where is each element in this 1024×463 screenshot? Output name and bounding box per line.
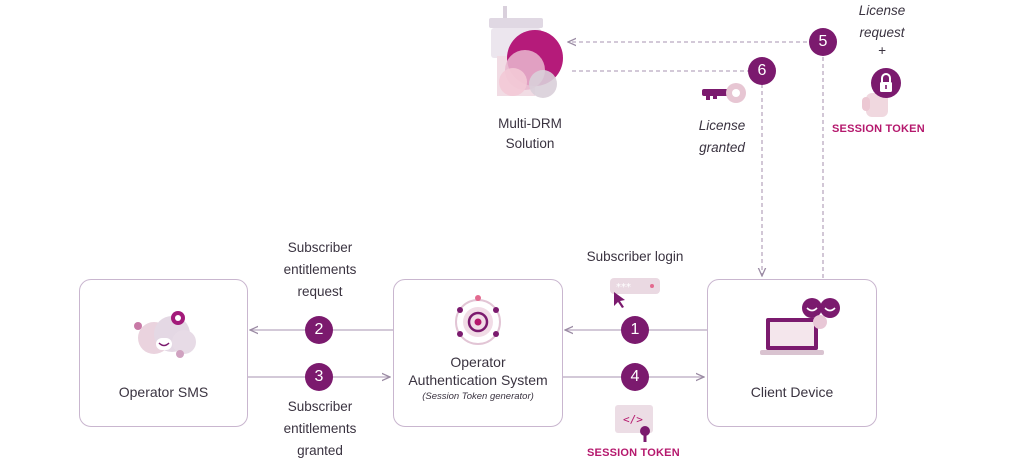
key-icon <box>700 80 748 108</box>
step-5-badge: 5 <box>809 28 837 56</box>
entitlements-request-line1: Subscriber <box>287 240 353 255</box>
multi-drm-label-line1: Multi-DRM <box>498 116 562 131</box>
license-request-line1: License <box>858 3 906 18</box>
step-2-badge: 2 <box>305 316 333 344</box>
step-6-badge: 6 <box>748 57 776 85</box>
subscriber-login-label: Subscriber login <box>586 249 684 264</box>
multi-drm-label-line2: Solution <box>505 136 555 151</box>
license-granted-label: License granted <box>682 115 762 159</box>
entitlements-granted-line3: granted <box>297 443 343 458</box>
multi-drm-label: Multi-DRM Solution <box>480 114 580 154</box>
entitlements-granted-line1: Subscriber <box>287 399 353 414</box>
auth-system-title-line1: Operator <box>450 354 506 370</box>
svg-text:***: *** <box>616 282 631 293</box>
multi-drm-icon <box>483 6 575 106</box>
session-token-bottom: SESSION TOKEN <box>587 447 680 459</box>
step-3-badge: 3 <box>305 363 333 391</box>
license-request-line2: request <box>859 25 905 40</box>
license-granted-line2: granted <box>699 140 745 155</box>
step-1-badge: 1 <box>621 316 649 344</box>
entitlements-request-line2: entitlements <box>283 262 357 277</box>
token-generator-icon <box>450 294 506 350</box>
entitlements-granted-line2: entitlements <box>283 421 357 436</box>
step-4-badge: 4 <box>621 363 649 391</box>
auth-system-title-line2: Authentication System <box>408 372 548 388</box>
session-token-top: SESSION TOKEN <box>832 123 925 135</box>
lock-hand-icon <box>860 67 904 119</box>
sms-cloud-icon <box>130 308 200 358</box>
entitlements-request-line3: request <box>297 284 343 299</box>
auth-system-box: Operator Authentication System (Session … <box>393 279 563 427</box>
operator-sms-title: Operator SMS <box>118 384 209 400</box>
license-granted-line1: License <box>698 118 746 133</box>
entitlements-request-label: Subscriber entitlements request <box>268 237 372 303</box>
entitlements-granted-label: Subscriber entitlements granted <box>268 396 372 462</box>
license-request-label: License request + <box>842 0 922 58</box>
auth-system-subtitle: (Session Token generator) <box>422 391 534 402</box>
svg-text:</>: </> <box>623 413 643 426</box>
license-request-plus: + <box>878 43 886 58</box>
laptop-icon <box>760 296 844 358</box>
client-device-box: Client Device <box>707 279 877 427</box>
client-device-title: Client Device <box>750 384 834 400</box>
code-document-icon: </> <box>613 403 657 443</box>
arrow-license-request <box>568 42 824 278</box>
operator-sms-box: Operator SMS <box>79 279 248 427</box>
password-icon: *** <box>606 274 662 308</box>
